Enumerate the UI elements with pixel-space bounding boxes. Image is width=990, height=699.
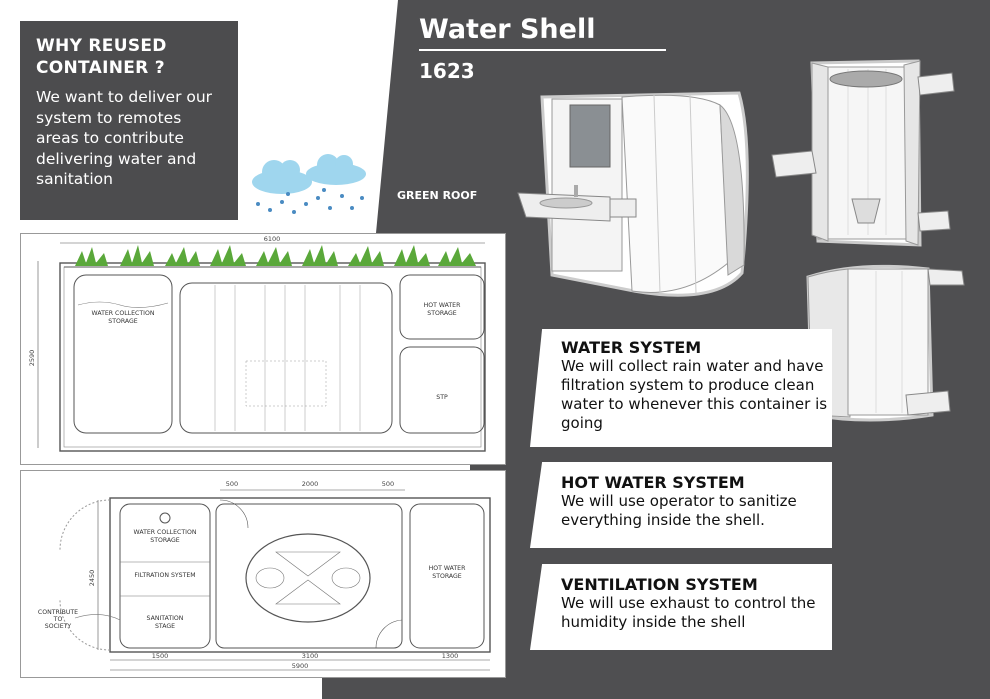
ventilation-system-text: We will use exhaust to control the humid…	[561, 594, 816, 631]
plan-dim-2450: 2450	[88, 570, 96, 587]
plan-contribute-l3: SOCIETY	[45, 623, 72, 630]
page-title: Water Shell	[419, 14, 596, 45]
plan-hot-water-l1: HOT WATER	[429, 565, 466, 572]
why-reused-title: WHY REUSED CONTAINER ?	[36, 35, 222, 79]
water-system-text: We will collect rain water and have filt…	[561, 357, 828, 432]
plan-dim-3100: 3100	[302, 652, 319, 660]
plan-water-collection-l2: STORAGE	[150, 537, 180, 544]
plan-water-collection-l1: WATER COLLECTION	[134, 529, 197, 536]
why-reused-container-box: WHY REUSED CONTAINER ? We want to delive…	[20, 21, 238, 220]
green-roof-grass	[75, 245, 476, 266]
water-system-title: WATER SYSTEM	[561, 338, 702, 357]
section-water-collection-l2: STORAGE	[108, 318, 138, 325]
ventilation-system-box: VENTILATION SYSTEM We will use exhaust t…	[530, 564, 832, 650]
plan-dim-5900: 5900	[292, 662, 309, 670]
plan-dim-1300: 1300	[442, 652, 459, 660]
plan-contribute-l2: TO	[53, 616, 63, 623]
green-roof-label: GREEN ROOF	[397, 189, 478, 202]
plan-sanitation-l2: STAGE	[155, 623, 175, 630]
section-hot-water-l1: HOT WATER	[424, 302, 461, 309]
hot-water-system-title: HOT WATER SYSTEM	[561, 473, 745, 492]
section-stp-label: STP	[436, 394, 448, 401]
project-number: 1623	[419, 59, 475, 83]
section-hot-water-l2: STORAGE	[427, 310, 457, 317]
plan-dim-500a: 500	[226, 480, 238, 488]
section-width-dim: 6100	[264, 235, 281, 243]
plan-filtration-label: FILTRATION SYSTEM	[134, 572, 195, 579]
plan-dim-1500: 1500	[152, 652, 169, 660]
container-section-drawing: 6100 2590 WATER COLLECTION STORAGE HOT W…	[20, 233, 506, 465]
water-shell-render-open	[771, 59, 955, 247]
why-reused-description: We want to deliver our system to remotes…	[36, 88, 213, 188]
water-shell-render-main	[517, 91, 749, 297]
plan-dim-2000: 2000	[302, 480, 319, 488]
section-water-collection-l1: WATER COLLECTION	[92, 310, 155, 317]
plan-hot-water-l2: STORAGE	[432, 573, 462, 580]
container-plan-drawing: 500 2000 500 2450 WATER COLLECTION STORA…	[20, 470, 506, 678]
why-title-line-2: CONTAINER ?	[36, 58, 165, 78]
plan-dim-500b: 500	[382, 480, 394, 488]
title-underline	[419, 49, 666, 51]
section-height-dim: 2590	[28, 350, 36, 367]
hot-water-system-text: We will use operator to sanitize everyth…	[561, 492, 797, 529]
water-system-box: WATER SYSTEM We will collect rain water …	[530, 329, 832, 447]
ventilation-system-title: VENTILATION SYSTEM	[561, 575, 758, 594]
rain-cloud-icon	[252, 154, 366, 214]
plan-sanitation-l1: SANITATION	[147, 615, 184, 622]
why-title-line-1: WHY REUSED	[36, 36, 167, 56]
plan-contribute-l1: CONTRIBUTE	[38, 609, 78, 616]
hot-water-system-box: HOT WATER SYSTEM We will use operator to…	[530, 462, 832, 548]
